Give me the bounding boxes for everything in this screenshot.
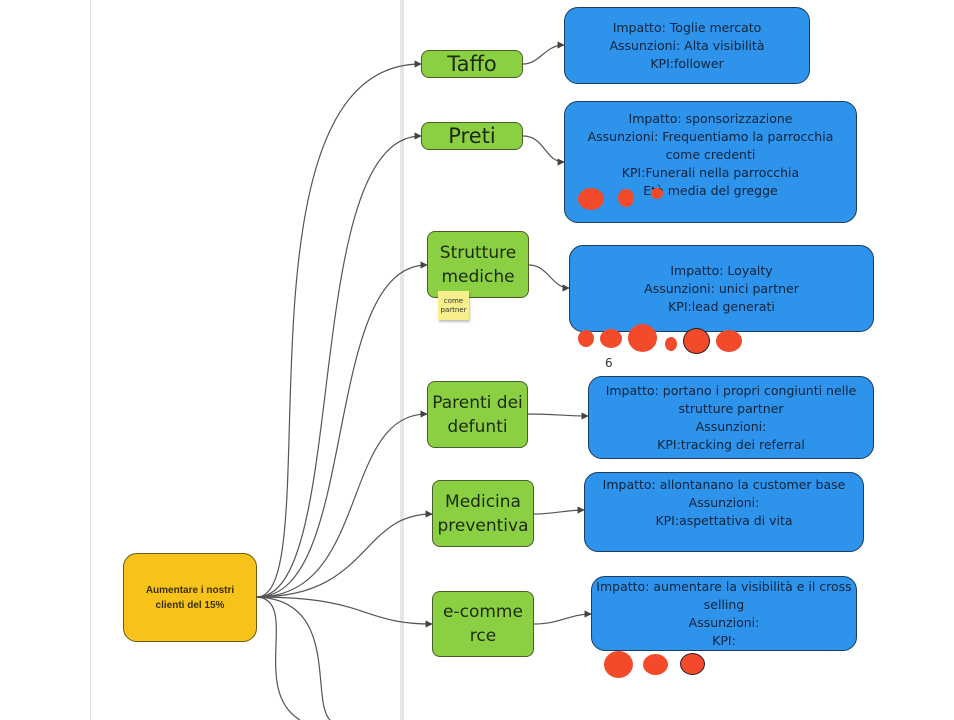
topic-node-label: Medicina preventiva (437, 491, 529, 536)
card-line: Impatto: portano i propri congiunti nell… (605, 382, 857, 398)
connector-root-taffo[interactable] (256, 60, 422, 598)
sticky-note-text: come partner (440, 296, 467, 314)
topic-node-label: e-commerce (443, 602, 523, 646)
card-line: Assunzioni: (688, 495, 760, 510)
card-line: Impatto: Loyalty (670, 262, 773, 278)
vote-dot[interactable] (578, 188, 604, 210)
card-line: come credenti (665, 147, 756, 162)
connector-parenti-card[interactable] (527, 412, 589, 420)
topic-node-label: Preti (448, 124, 496, 148)
topic-node-label: Taffo (447, 52, 497, 76)
vote-dot[interactable] (628, 324, 657, 352)
card-line: Impatto: allontanano la customer base (602, 477, 846, 492)
connector-root-ecommerce[interactable] (256, 596, 433, 628)
card-line: Impatto: Toglie mercato (612, 19, 762, 35)
board-column-divider (400, 0, 404, 720)
card-line: strutture partner (678, 400, 784, 416)
topic-node-taffo[interactable]: Taffo (421, 50, 523, 78)
root-goal-node[interactable]: Aumentare i nostri clienti del 15% (123, 553, 257, 642)
detail-card-strutture-mediche[interactable]: Impatto: Loyalty Assunzioni: unici partn… (569, 245, 874, 332)
vote-count: 6 (605, 356, 613, 370)
connector-root-parenti[interactable] (256, 410, 428, 598)
vote-dot[interactable] (578, 330, 594, 347)
topic-node-label: Strutture mediche (439, 242, 517, 287)
connector-taffo-card[interactable] (522, 41, 565, 65)
connector-root-preti[interactable] (256, 132, 422, 598)
detail-card-taffo[interactable]: Impatto: Toglie mercato Assunzioni: Alta… (564, 7, 810, 84)
card-line: Assunzioni: (688, 614, 760, 630)
connector-ecommerce-card[interactable] (533, 610, 592, 625)
card-line: KPI: (712, 632, 736, 648)
card-line: selling (703, 596, 745, 612)
detail-card-medicina-preventiva[interactable]: Impatto: allontanano la customer base As… (584, 472, 864, 552)
vote-dot[interactable] (665, 337, 677, 351)
vote-dot[interactable] (680, 653, 705, 675)
connector-root-offscreen[interactable] (256, 596, 301, 720)
board-guide-line (90, 0, 91, 720)
vote-dot[interactable] (600, 329, 622, 348)
topic-node-e-commerce[interactable]: e-commerce (432, 591, 534, 657)
vote-dot[interactable] (604, 651, 633, 678)
topic-node-strutture-mediche[interactable]: Strutture mediche (427, 231, 529, 298)
vote-dot[interactable] (651, 188, 663, 199)
card-line: Impatto: aumentare la visibilità e il cr… (596, 578, 852, 594)
connector-medicina-card[interactable] (533, 506, 585, 515)
topic-node-label: Parenti dei defunti (432, 392, 523, 437)
card-line: KPI:lead generati (668, 298, 775, 314)
connector-root-strutture[interactable] (256, 261, 428, 598)
detail-card-preti[interactable]: Impatto: sponsorizzazione Assunzioni: Fr… (564, 101, 857, 223)
detail-card-e-commerce[interactable]: Impatto: aumentare la visibilità e il cr… (591, 576, 857, 651)
card-line: Assunzioni: Alta visibilità (609, 37, 765, 53)
card-line: KPI:Funerali nella parrocchia (621, 165, 800, 180)
connector-root-offscreen-2[interactable] (256, 596, 331, 720)
detail-card-parenti-dei-defunti[interactable]: Impatto: portano i propri congiunti nell… (588, 376, 874, 459)
card-line: Impatto: sponsorizzazione (628, 111, 793, 126)
connector-preti-card[interactable] (522, 135, 565, 166)
topic-node-medicina-preventiva[interactable]: Medicina preventiva (432, 480, 534, 547)
card-line: Età media del gregge (643, 183, 778, 198)
root-goal-label: Aumentare i nostri clienti del 15% (145, 584, 235, 611)
connector-strutture-card[interactable] (528, 264, 570, 292)
card-line: Assunzioni: Frequentiamo la parrocchia (587, 129, 834, 144)
vote-dot[interactable] (683, 328, 710, 354)
card-line: KPI:tracking dei referral (657, 436, 805, 452)
topic-node-preti[interactable]: Preti (421, 122, 523, 150)
card-line: Assunzioni: unici partner (644, 280, 799, 296)
topic-node-parenti-dei-defunti[interactable]: Parenti dei defunti (427, 381, 528, 448)
sticky-note[interactable]: come partner (438, 291, 469, 320)
vote-dot[interactable] (716, 330, 742, 352)
connector-root-medicina[interactable] (256, 510, 433, 598)
card-line: KPI:aspettativa di vita (655, 513, 793, 528)
card-line: Assunzioni: (695, 418, 767, 434)
vote-dot[interactable] (643, 654, 668, 675)
vote-dot[interactable] (618, 189, 634, 207)
card-line: KPI:follower (650, 55, 724, 71)
